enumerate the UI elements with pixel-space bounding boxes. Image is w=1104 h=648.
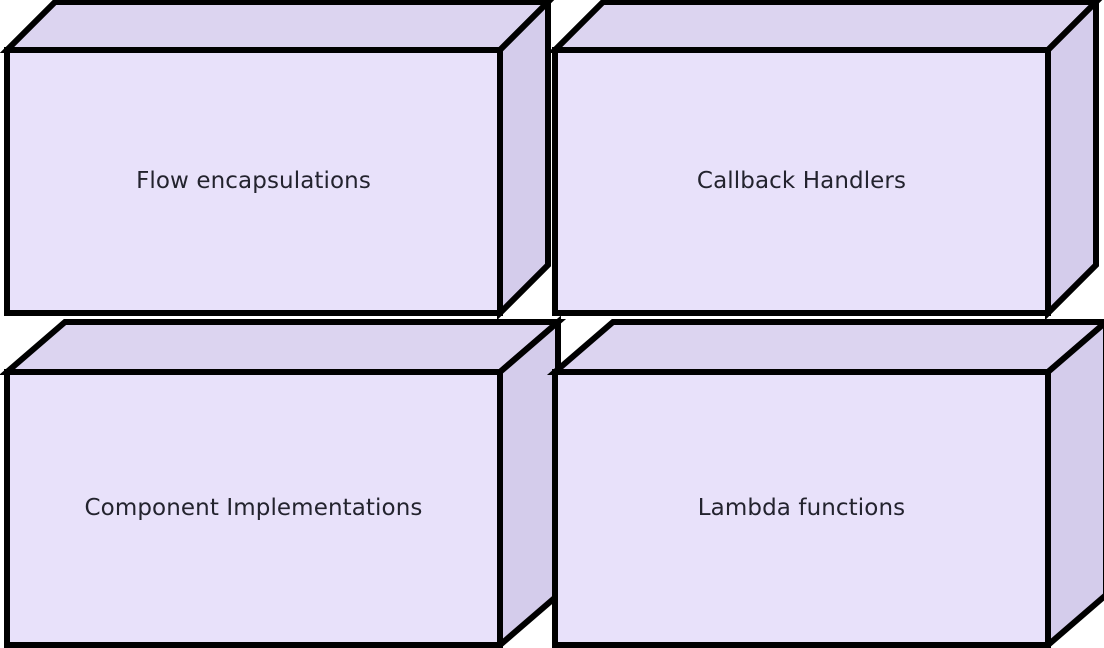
box-top-face [0, 319, 567, 375]
box-flow-encapsulations[interactable] [0, 0, 555, 321]
box-side-face [1045, 319, 1104, 648]
box-front-face [552, 47, 1051, 316]
box-front-face [4, 369, 503, 648]
box-top-face [547, 0, 1103, 53]
box-front-face [552, 369, 1051, 648]
box-side-face [1045, 0, 1099, 321]
box-component-implementations[interactable] [0, 315, 567, 648]
box-top-face [0, 0, 555, 53]
box-lambda-functions[interactable] [546, 319, 1104, 648]
box-top-face [546, 319, 1104, 375]
box-callback-handlers[interactable] [547, 0, 1103, 321]
box-side-face [497, 0, 551, 321]
box-front-face [4, 47, 503, 316]
box-side-face [497, 315, 561, 648]
